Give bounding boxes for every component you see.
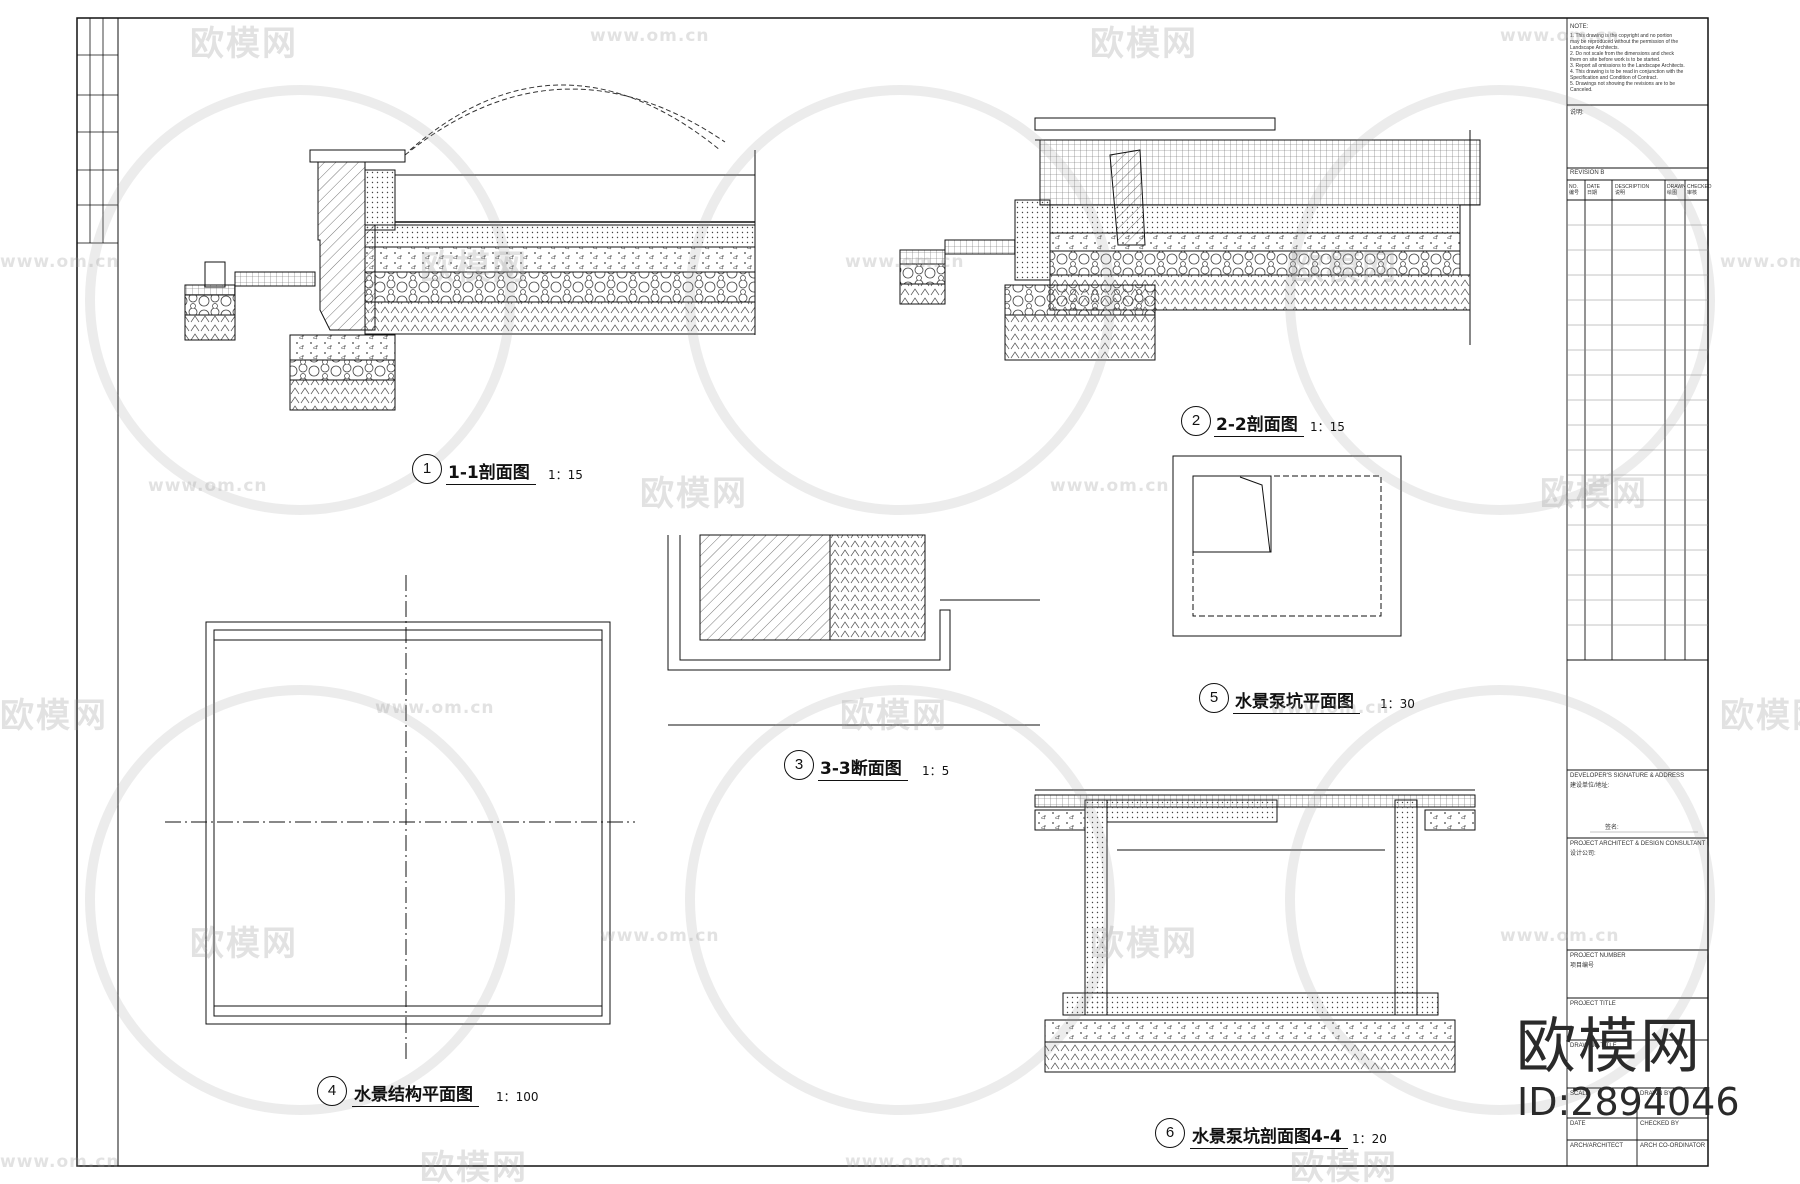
note-en-5: them on site before work is to be starte… xyxy=(1570,57,1661,63)
rev-col-checked: CHECKED 审核 xyxy=(1687,184,1712,196)
note-en-7: 4. This drawing is to be read in conjunc… xyxy=(1570,69,1684,75)
note-en-4: 2. Do not scale from the dimensions and … xyxy=(1570,51,1674,57)
section-1-1 xyxy=(184,84,756,411)
drawing-title-label: DRAWING TITLE xyxy=(1570,1043,1617,1049)
revision-label: REVISION B xyxy=(1570,170,1605,176)
view-4-scale: 1：100 xyxy=(496,1090,539,1104)
pump-pit-section-4-4 xyxy=(1034,789,1476,1073)
note-en-2: may be reproduced without the permission… xyxy=(1570,39,1679,45)
view-6-scale: 1：20 xyxy=(1352,1132,1387,1146)
structure-plan xyxy=(165,575,635,1060)
pump-pit-plan xyxy=(1172,455,1402,637)
brand-name: 欧模网 xyxy=(1516,1012,1702,1082)
notes-cn-heading: 说明: xyxy=(1570,110,1584,116)
brand-id: ID:2894046 xyxy=(1517,1080,1740,1124)
view-5-title: 水景泵坑平面图 xyxy=(1233,687,1360,714)
rev-col-drawn: DRAWN 绘图 xyxy=(1667,184,1686,196)
view-6-number: 6 xyxy=(1155,1118,1185,1148)
view-3-number: 3 xyxy=(784,750,814,780)
project-title-label: PROJECT TITLE xyxy=(1570,1001,1616,1007)
note-en-8: Specification and Condition of Contract. xyxy=(1570,75,1658,81)
view-4-number: 4 xyxy=(317,1076,347,1106)
note-en-1: 1. This drawing is the copyright and no … xyxy=(1570,33,1673,39)
view-2-scale: 1：15 xyxy=(1310,420,1345,434)
section-2-2 xyxy=(899,117,1481,361)
note-en-9: 5. Drawings not showing the revisions ar… xyxy=(1570,81,1676,87)
note-en-3: Landscape Architects. xyxy=(1570,45,1619,51)
developer-label: DEVELOPER'S SIGNATURE & ADDRESS xyxy=(1570,773,1685,779)
project-number-label: PROJECT NUMBER xyxy=(1570,953,1626,959)
rev-col-date: DATE 日期 xyxy=(1587,184,1600,196)
date-label: DATE xyxy=(1570,1121,1586,1127)
project-number-cn: 项目编号 xyxy=(1570,963,1595,969)
architect-label: PROJECT ARCHITECT & DESIGN CONSULTANT xyxy=(1570,841,1706,847)
rev-col-no: NO. 编号 xyxy=(1569,184,1580,196)
scale-label: SCALE xyxy=(1570,1091,1590,1097)
view-4-title: 水景结构平面图 xyxy=(352,1080,479,1107)
note-en-10: Canceled. xyxy=(1570,87,1593,93)
view-3-scale: 1：5 xyxy=(922,764,950,778)
view-5-scale: 1：30 xyxy=(1380,697,1415,711)
note-en-6: 3. Report all omissions to the Landscape… xyxy=(1570,63,1685,69)
notes-heading: NOTE: xyxy=(1570,24,1589,30)
view-2-title: 2-2剖面图 xyxy=(1214,410,1304,437)
view-6-title: 水景泵坑剖面图4-4 xyxy=(1190,1122,1348,1149)
architect-cn: 设计公司: xyxy=(1570,851,1596,857)
developer-cn: 建设单位/地址: xyxy=(1570,783,1610,789)
view-1-scale: 1：15 xyxy=(548,468,583,482)
arch-label: ARCH/ARCHITECT xyxy=(1570,1143,1624,1149)
checked-label: CHECKED BY xyxy=(1640,1121,1680,1127)
view-3-title: 3-3断面图 xyxy=(818,754,908,781)
view-5-number: 5 xyxy=(1199,683,1229,713)
section-3-3 xyxy=(667,534,1040,726)
sign-label: 签名: xyxy=(1605,825,1619,831)
drawn-label: DRAWN BY xyxy=(1640,1091,1673,1097)
view-1-number: 1 xyxy=(412,454,442,484)
view-1-title: 1-1剖面图 xyxy=(446,458,536,485)
view-2-number: 2 xyxy=(1181,406,1211,436)
rev-col-desc: DESCRIPTION 说明 xyxy=(1615,184,1650,196)
coord-label: ARCH CO-ORDINATOR xyxy=(1640,1143,1706,1149)
